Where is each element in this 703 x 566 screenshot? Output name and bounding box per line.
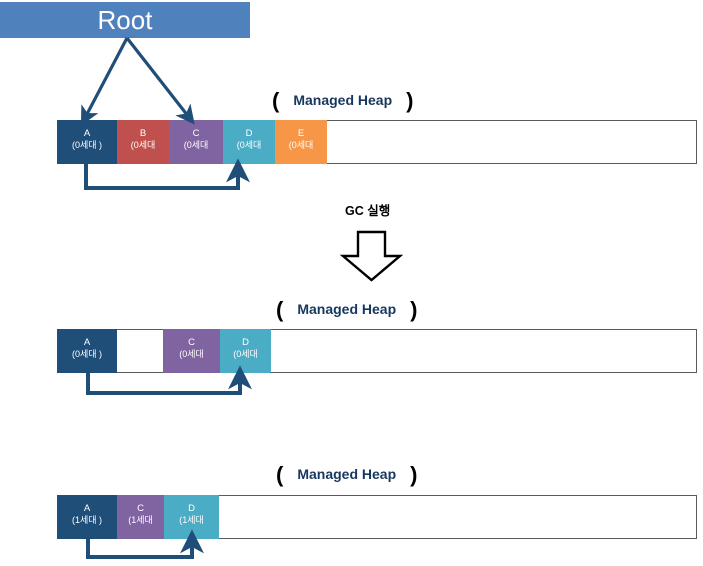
- heap-block-b-stage1[interactable]: B (0세대: [117, 120, 169, 164]
- root-bar: Root: [0, 2, 250, 38]
- heap-block-d-stage2[interactable]: D (0세대: [220, 329, 271, 373]
- caption-close-paren-3: ): [410, 462, 418, 487]
- caption-open-paren-2: (: [276, 297, 284, 322]
- down-block-arrow-icon: [339, 230, 404, 282]
- heap-caption-stage1: ( Managed Heap): [272, 88, 413, 114]
- caption-close-paren-1: ): [406, 88, 414, 113]
- block-name: C: [188, 337, 195, 348]
- block-name: D: [245, 128, 253, 139]
- heap-block-e-stage1[interactable]: E (0세대: [275, 120, 327, 164]
- heap-block-c-stage3[interactable]: C (1세대: [117, 495, 164, 539]
- caption-text-3: Managed Heap: [297, 466, 397, 482]
- heap-block-d-stage1[interactable]: D (0세대: [223, 120, 275, 164]
- block-name: C: [192, 128, 200, 139]
- block-generation: (0세대: [236, 139, 262, 150]
- block-name: E: [297, 128, 305, 139]
- caption-text-1: Managed Heap: [293, 92, 393, 108]
- block-name: C: [137, 503, 144, 514]
- heap-outline-stage2: [57, 329, 697, 373]
- heap-block-d-stage3[interactable]: D (1세대: [164, 495, 219, 539]
- gc-step-label: GC 실행: [345, 204, 391, 218]
- heap-caption-stage2: ( Managed Heap): [276, 297, 417, 323]
- block-generation: (1세대: [179, 514, 204, 525]
- a-to-d-connector-stage2: [86, 365, 252, 395]
- block-generation: (0세대: [233, 348, 258, 359]
- heap-block-a-stage1[interactable]: A (0세대 ): [57, 120, 117, 164]
- heap-block-a-stage3[interactable]: A (1세대 ): [57, 495, 117, 539]
- heap-caption-stage3: ( Managed Heap): [276, 462, 417, 488]
- a-to-d-connector-stage3: [86, 529, 204, 559]
- block-generation: (0세대: [179, 348, 204, 359]
- caption-open-paren-1: (: [272, 88, 280, 113]
- block-name: D: [242, 337, 249, 348]
- block-generation: (0세대 ): [71, 139, 103, 150]
- root-to-a-arrow: [80, 37, 129, 126]
- block-name: D: [188, 503, 195, 514]
- block-name: B: [139, 128, 147, 139]
- block-generation: (0세대: [288, 139, 314, 150]
- block-generation: (0세대: [130, 139, 156, 150]
- block-generation: (1세대 ): [71, 514, 103, 525]
- block-generation: (0세대 ): [71, 348, 103, 359]
- block-name: A: [83, 337, 91, 348]
- caption-open-paren-3: (: [276, 462, 284, 487]
- a-to-d-connector-stage1: [84, 158, 250, 190]
- block-generation: (1세대: [128, 514, 153, 525]
- root-to-c-arrow: [125, 37, 195, 125]
- block-name: A: [83, 128, 91, 139]
- heap-block-a-stage2[interactable]: A (0세대 ): [57, 329, 117, 373]
- heap-block-c-stage1[interactable]: C (0세대: [169, 120, 223, 164]
- caption-text-2: Managed Heap: [297, 301, 397, 317]
- heap-block-c-stage2[interactable]: C (0세대: [163, 329, 220, 373]
- caption-close-paren-2: ): [410, 297, 418, 322]
- block-name: A: [83, 503, 91, 514]
- block-generation: (0세대: [183, 139, 209, 150]
